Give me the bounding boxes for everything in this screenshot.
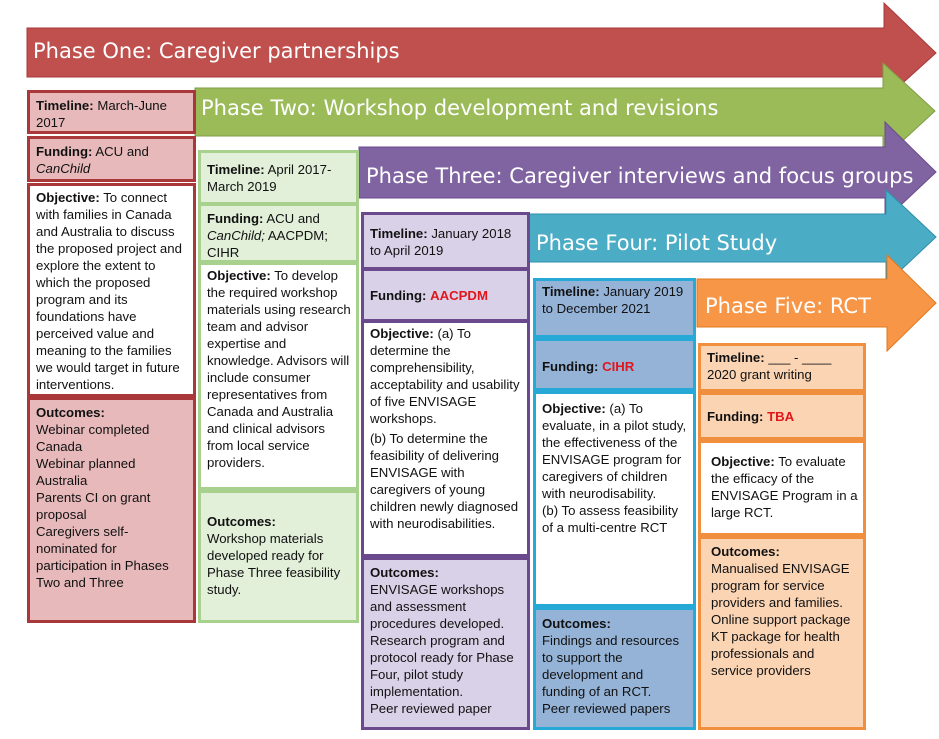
phase-four-title: Phase Four: Pilot Study	[536, 231, 778, 255]
phase-one-title: Phase One: Caregiver partnerships	[33, 39, 400, 63]
phase-two-objective: Objective: To develop the required works…	[198, 262, 359, 490]
outcome-line: Peer reviewed paper	[370, 701, 492, 716]
phase-three-timeline: Timeline: January 2018 to April 2019	[361, 212, 530, 270]
phase-four-arrow: Phase Four: Pilot Study	[528, 188, 939, 286]
phase-one-funding: Funding: ACU and CanChild	[27, 136, 196, 182]
outcome-line: Workshop materials developed ready for P…	[207, 531, 341, 597]
outcome-line: Manualised ENVISAGE program for service …	[711, 561, 850, 610]
phase-two-outcomes: Outcomes: Workshop materials developed r…	[198, 490, 359, 623]
phase-one-arrow-shape	[26, 1, 937, 102]
phase-one-arrow: Phase One: Caregiver partnerships	[26, 1, 939, 102]
outcome-line: ENVISAGE workshops and assessment proced…	[370, 582, 505, 631]
phase-five-timeline: Timeline: ___ - ____ 2020 grant writing	[698, 343, 866, 392]
outcome-line: KT package for health professionals and …	[711, 629, 840, 678]
outcome-line: Research program and protocol ready for …	[370, 633, 514, 699]
phase-five-arrow-shape	[696, 253, 937, 353]
phase-three-title: Phase Three: Caregiver interviews and fo…	[366, 164, 914, 188]
phase-five-objective: Objective: To evaluate the efficacy of t…	[698, 440, 866, 536]
outcome-line: Caregivers self-nominated for participat…	[36, 524, 169, 590]
phase-two-arrow-shape	[194, 61, 936, 161]
phase-two-arrow: Phase Two: Workshop development and revi…	[194, 61, 939, 161]
phase-four-objective: Objective: (a) To evaluate, in a pilot s…	[533, 391, 696, 607]
phase-three-arrow: Phase Three: Caregiver interviews and fo…	[358, 120, 939, 222]
outcome-line: Peer reviewed papers	[542, 701, 671, 716]
phase-four-timeline: Timeline: January 2019 to December 2021	[533, 278, 696, 338]
outcome-line: Findings and resources to support the de…	[542, 633, 680, 699]
outcome-line: Parents CI on grant proposal	[36, 490, 151, 522]
outcome-line: Webinar completed Canada	[36, 422, 150, 454]
phase-one-objective: Objective: To connect with families in C…	[27, 183, 196, 397]
phase-four-outcomes: Outcomes: Findings and resources to supp…	[533, 607, 696, 730]
outcome-line: Online support package	[711, 612, 851, 627]
phase-two-title: Phase Two: Workshop development and revi…	[201, 96, 719, 120]
phase-four-funding: Funding: CIHR	[533, 338, 696, 391]
outcome-line: Webinar planned Australia	[36, 456, 136, 488]
phase-three-outcomes: Outcomes: ENVISAGE workshops and assessm…	[361, 557, 530, 730]
phase-three-funding: Funding: AACPDM	[361, 268, 530, 322]
phase-four-arrow-shape	[528, 188, 937, 286]
phase-five-funding: Funding: TBA	[698, 392, 866, 440]
phase-three-objective: Objective: (a) To determine the comprehe…	[361, 320, 530, 557]
phase-five-title: Phase Five: RCT	[705, 294, 871, 318]
phase-two-funding: Funding: ACU and CanChild; AACPDM; CIHR	[198, 203, 359, 263]
phase-five-outcomes: Outcomes: Manualised ENVISAGE program fo…	[698, 536, 866, 730]
phase-three-arrow-shape	[358, 120, 937, 222]
phase-five-arrow: Phase Five: RCT	[696, 253, 939, 353]
phase-one-outcomes: Outcomes: Webinar completed Canada Webin…	[27, 397, 196, 623]
phase-two-timeline: Timeline: April 2017-March 2019	[198, 150, 359, 205]
phase-one-timeline: Timeline: March-June 2017	[27, 90, 196, 134]
